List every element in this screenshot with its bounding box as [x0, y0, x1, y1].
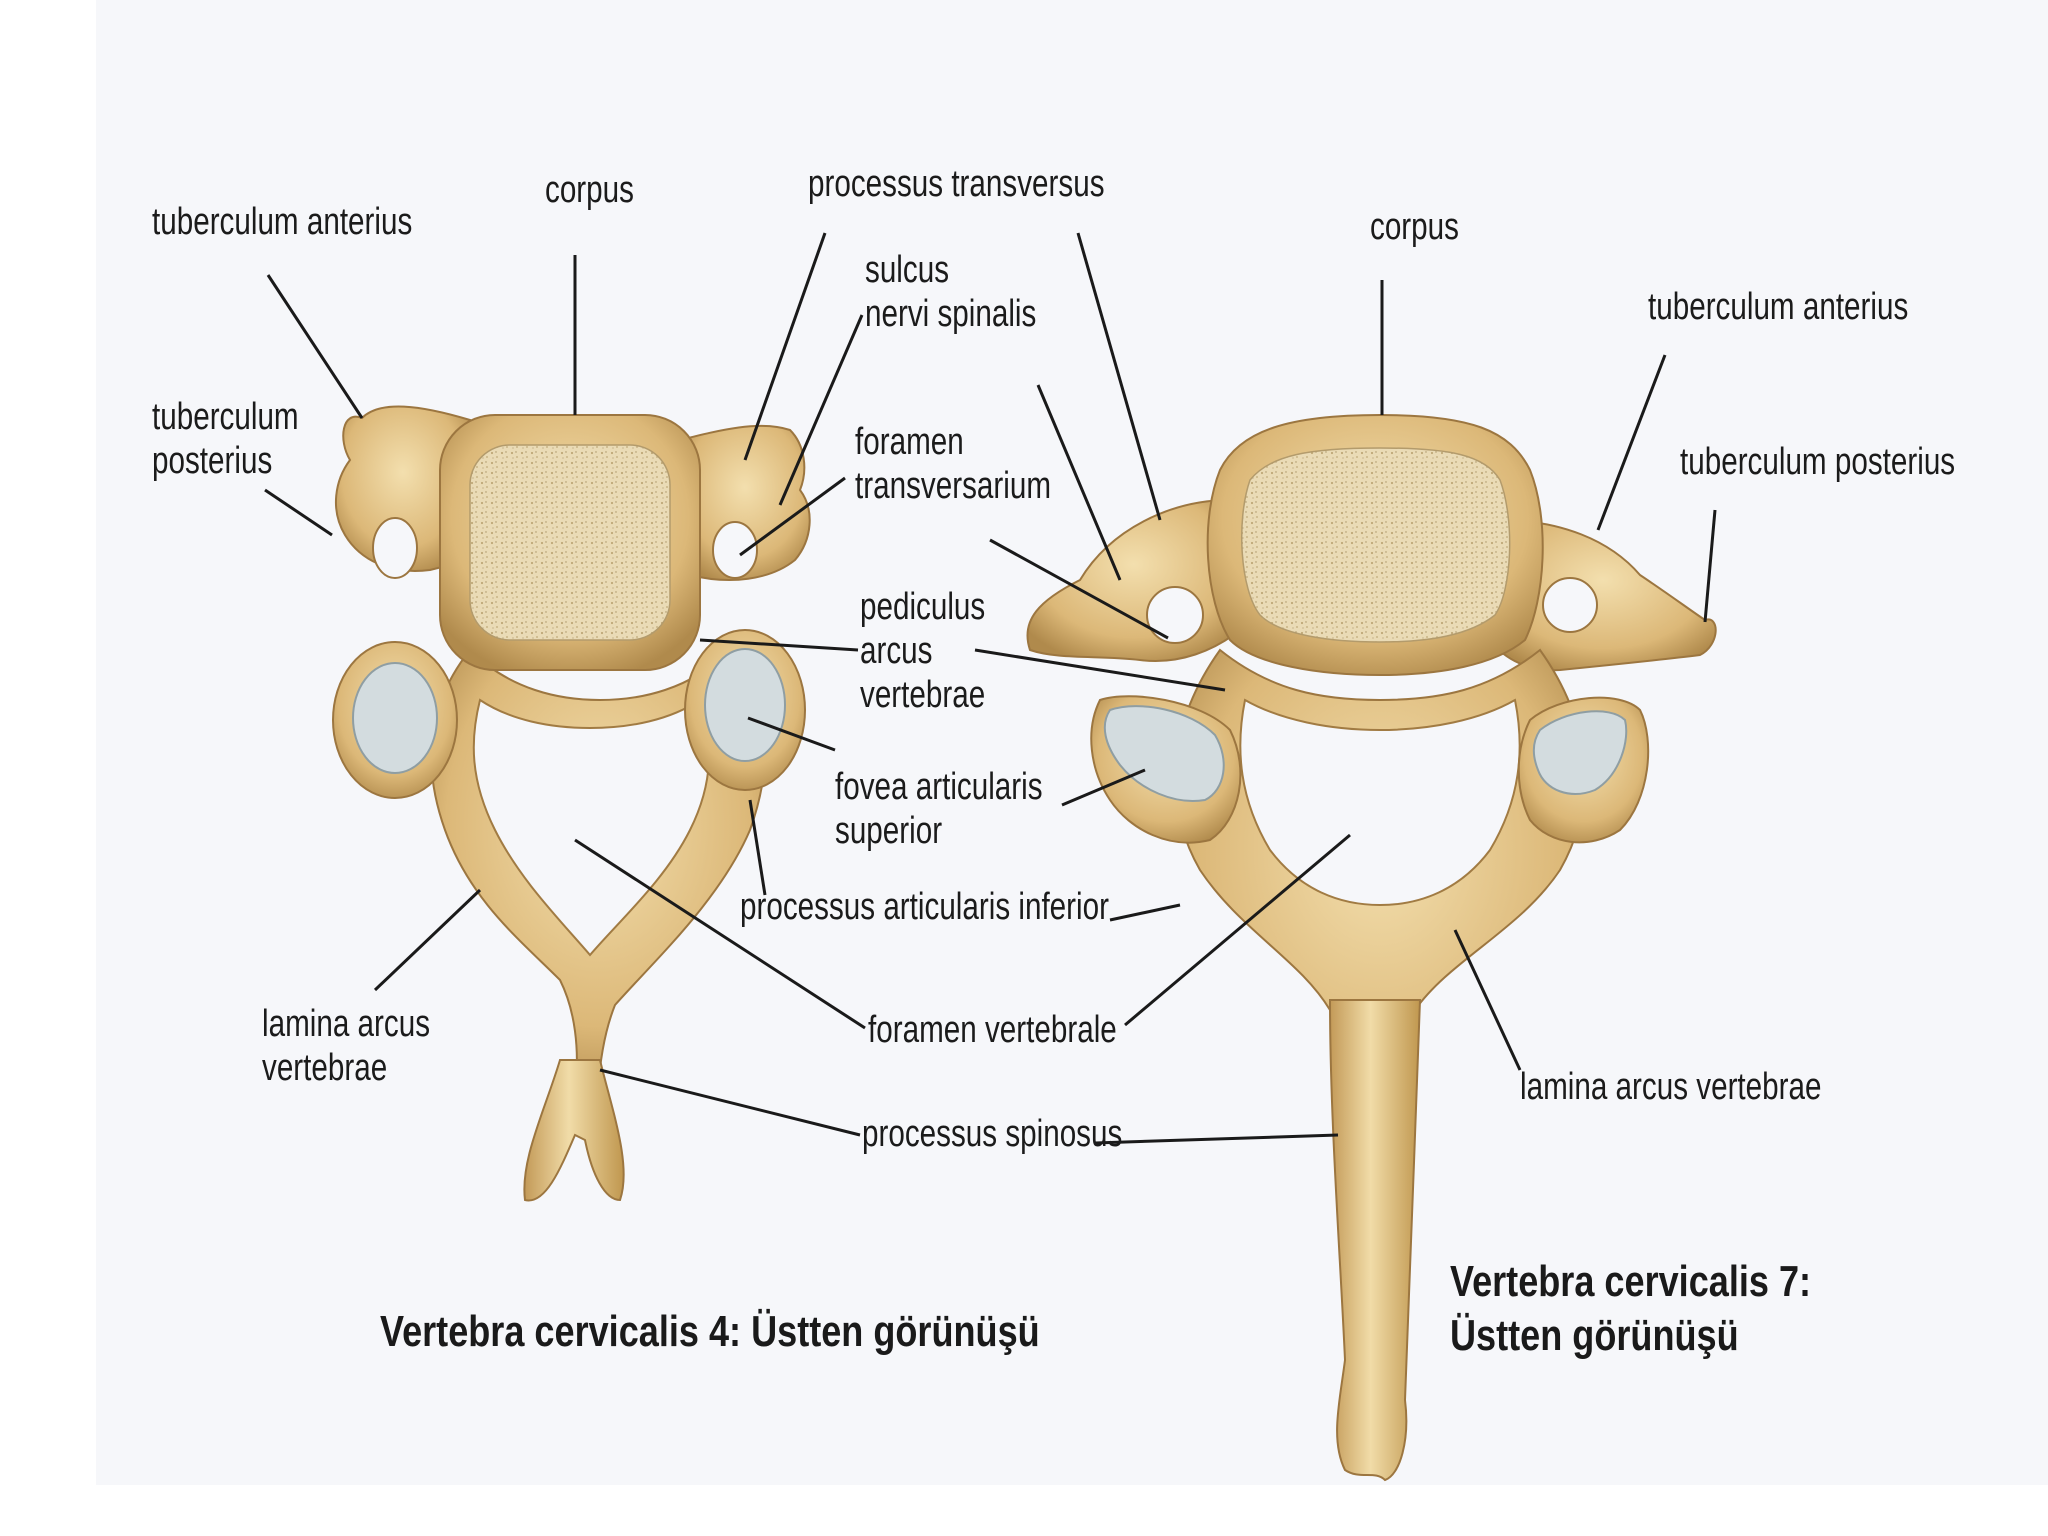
- leader-art-inferior-c7: [1109, 903, 1181, 922]
- leader-processus-transversus-c7: [1076, 232, 1162, 521]
- c7-left-foramen-transversarium: [1146, 586, 1204, 644]
- leader-art-inferior-c4: [748, 799, 767, 896]
- c4-left-foramen-transversarium: [372, 517, 418, 579]
- label-foramen-vertebrale: foramen vertebrale: [868, 1009, 1117, 1051]
- c4-spinous-process-bifid-tip: [523, 1059, 625, 1202]
- leader-c7-tuberculum-anterius: [1596, 354, 1667, 531]
- label-c4-lamina-arcus-vertebrae: lamina arcus vertebrae: [262, 1003, 431, 1089]
- c7-right-foramen-transversarium: [1542, 577, 1598, 633]
- label-c7-tuberculum-posterius: tuberculum posterius: [1680, 441, 1956, 483]
- c4-right-fovea-articularis: [704, 648, 786, 762]
- leader-c4-lamina: [373, 888, 482, 992]
- leader-foramen-vertebrale-c4: [574, 838, 866, 1030]
- label-pediculus-arcus-vertebrae: pediculus arcus vertebrae: [860, 586, 986, 716]
- page-bottom-margin: [0, 1485, 2048, 1536]
- leader-fovea-c7: [1061, 768, 1146, 807]
- leader-processus-transversus-c4: [743, 232, 827, 461]
- leader-c7-tuberculum-posterius: [1703, 509, 1717, 623]
- c7-left-fovea-articularis: [1103, 705, 1225, 802]
- leader-c4-tuberculum-anterius: [266, 274, 364, 419]
- c4-left-fovea-articularis: [352, 662, 438, 774]
- leader-pediculus-c4: [699, 638, 859, 652]
- label-processus-articularis-inferior: processus articularis inferior: [740, 886, 1109, 928]
- label-fovea-articularis-superior: fovea articularis superior: [835, 766, 1043, 852]
- label-c7-lamina-arcus-vertebrae: lamina arcus vertebrae: [1520, 1066, 1822, 1108]
- leader-c4-tuberculum-posterius: [264, 488, 333, 537]
- label-foramen-transversarium: foramen transversarium: [855, 421, 1052, 507]
- c7-spinous-process: [1328, 999, 1422, 1482]
- leader-lines: [264, 232, 1717, 1145]
- label-processus-transversus: processus transversus: [808, 163, 1105, 205]
- leader-pediculus-c7: [974, 648, 1226, 692]
- leader-sulcus-c7: [1036, 384, 1122, 581]
- leader-sulcus-nervi-spinalis: [778, 314, 864, 506]
- label-c4-tuberculum-posterius: tuberculum posterius: [152, 396, 299, 482]
- leader-fovea-c4: [747, 716, 836, 752]
- c4-corpus-spongy: [469, 444, 671, 641]
- label-processus-spinosus: processus spinosus: [862, 1113, 1123, 1155]
- leader-foramen-transversarium-c7: [989, 538, 1169, 640]
- caption-c7: Vertebra cervicalis 7: Üstten görünüşü: [1450, 1257, 1812, 1360]
- leader-c7-lamina: [1453, 929, 1522, 1071]
- c4-right-foramen-transversarium: [712, 521, 758, 579]
- page-margin: [0, 0, 96, 1485]
- c7-vertebra: [1026, 413, 1717, 1482]
- c4-foramen-vertebrale: [472, 698, 710, 957]
- c7-corpus-spongy: [1240, 447, 1511, 643]
- label-sulcus-nervi-spinalis: sulcus nervi spinalis: [865, 249, 1037, 335]
- c4-vertebra: [332, 405, 811, 1202]
- c7-right-fovea-articularis: [1532, 710, 1628, 795]
- label-c4-corpus: corpus: [545, 169, 634, 211]
- c7-foramen-vertebrale: [1239, 698, 1521, 907]
- label-c7-corpus: corpus: [1370, 206, 1459, 248]
- leader-foramen-vertebrale-c7: [1124, 833, 1351, 1027]
- label-c4-tuberculum-anterius: tuberculum anterius: [152, 201, 413, 243]
- caption-c4: Vertebra cervicalis 4: Üstten görünüşü: [380, 1307, 1040, 1356]
- leader-processus-spinosus-c7: [1094, 1133, 1339, 1145]
- leader-foramen-transversarium-c4: [739, 476, 846, 557]
- label-c7-tuberculum-anterius: tuberculum anterius: [1648, 286, 1909, 328]
- leader-processus-spinosus-c4: [599, 1068, 861, 1137]
